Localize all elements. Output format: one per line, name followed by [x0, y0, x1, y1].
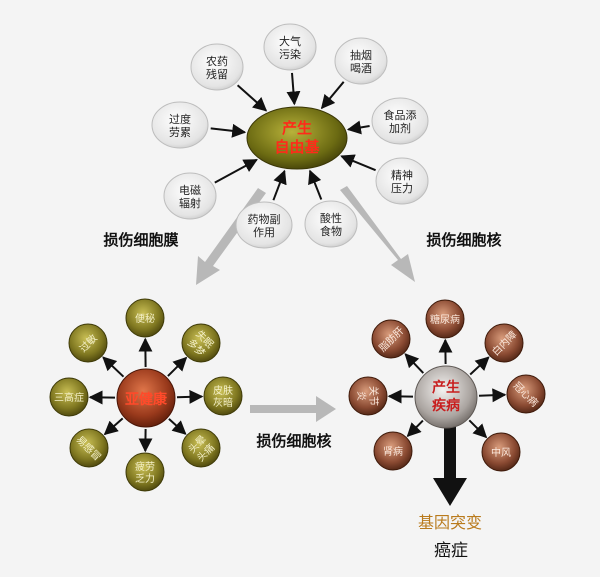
node-label-line1: 皮肤 [213, 384, 233, 397]
disease-fatty-liver: 脂肪肝 [371, 319, 411, 359]
node-label-line1: 疲劳 [135, 460, 155, 473]
arrow-disease-heart [478, 388, 507, 403]
arrow-cause-radiation [214, 158, 258, 184]
arrow-cause-pesticide [236, 84, 268, 112]
center-free-radical: 产生 自由基 [246, 106, 348, 170]
disease-heart: 冠心病 [506, 374, 546, 414]
arrow-subhealth-insomnia [167, 356, 188, 377]
disease-stroke: 中风 [481, 432, 521, 472]
arrow-cause-additives [346, 120, 370, 135]
disease-cataract: 白内障 [484, 323, 524, 363]
arrow-subhealth-dull-skin [176, 389, 204, 404]
node-label-line2: 加剂 [389, 121, 411, 135]
top-cluster: 产生 自由基 农药残留大气污染抽烟喝酒过度劳累食品添加剂精神压力电磁辐射药物副作… [151, 23, 429, 249]
arrow-cause-acidic [308, 169, 323, 200]
arrow-cause-overwork [210, 123, 247, 138]
node-label-line1: 药物副 [248, 212, 281, 226]
disease-arthritis: 关节炎 [348, 376, 388, 416]
node-label-line1: 关节 [367, 386, 380, 406]
label-damage-membrane: 损伤细胞膜 [103, 231, 178, 249]
disease-diabetes: 糖尿病 [425, 299, 465, 339]
arrow-cause-smoking [320, 81, 345, 110]
arrow-cause-stress [340, 154, 376, 172]
node-label-line2: 食物 [320, 224, 342, 238]
node-label-line2: 作用 [253, 226, 275, 239]
node-label-line1: 酸性 [320, 211, 342, 225]
subhealth-constipation: 便秘 [125, 298, 165, 338]
arrow-subhealth-cold [103, 417, 124, 436]
arrow-subhealth-allergy [102, 356, 125, 378]
connector-arrows [88, 72, 507, 453]
subhealth-allergy: 过敏 [68, 323, 108, 363]
node-label-line1: 电磁 [179, 184, 201, 197]
center-top-line1: 产生 [282, 119, 312, 137]
arrow-subhealth-headache [168, 418, 187, 435]
node-label: 便秘 [135, 312, 155, 325]
node-label: 糖尿病 [430, 313, 460, 326]
subhealth-cold: 易感冒 [69, 428, 109, 468]
node-label-line2: 喝酒 [350, 62, 372, 75]
node-label-line1: 食品添 [384, 108, 417, 122]
center-subhealth: 亚健康 [116, 368, 176, 428]
node-label-line1: 大气 [279, 34, 301, 48]
subhealth-three-highs: 三高症 [49, 377, 89, 417]
node-label-line2: 辐射 [179, 196, 201, 210]
node-label-line1: 过度 [169, 112, 191, 126]
label-damage-nucleus-right: 损伤细胞核 [426, 231, 501, 249]
arrow-disease-fatty-liver [404, 353, 425, 374]
arrow-disease-kidney [406, 419, 424, 437]
center-subhealth-label: 亚健康 [125, 391, 168, 408]
cancer-label: 癌症 [434, 541, 468, 561]
node-label-line2: 乏力 [135, 472, 155, 485]
arrow-cause-pollution [286, 72, 301, 106]
mutation-label: 基因突变 [418, 513, 482, 532]
disease-kidney: 肾病 [373, 431, 413, 471]
arrow-cause-drug [272, 169, 287, 201]
node-label-line2: 压力 [391, 182, 413, 195]
node-label-line2: 污染 [279, 47, 301, 61]
arrow-disease-cataract [469, 356, 490, 376]
center-top-line2: 自由基 [274, 138, 320, 156]
center-disease-line2: 疾病 [432, 397, 460, 414]
node-label: 三高症 [54, 391, 84, 404]
center-disease-line1: 产生 [432, 379, 460, 396]
arrow-disease-stroke [468, 419, 488, 439]
arrow-to-disease [340, 186, 415, 282]
node-label: 中风 [491, 446, 511, 459]
node-label: 肾病 [383, 445, 403, 458]
node-label-line2: 残留 [206, 67, 228, 81]
center-disease: 产生 疾病 [414, 365, 478, 429]
node-label-line2: 劳累 [169, 126, 191, 139]
node-label-line1: 农药 [206, 54, 228, 68]
node-label-line2: 炎 [355, 391, 367, 401]
arrow-subhealth-to-disease [250, 396, 336, 422]
node-label-line1: 精神 [391, 168, 413, 182]
node-label-line2: 灰暗 [213, 396, 233, 409]
node-label-line1: 抽烟 [350, 48, 372, 62]
arrow-to-mutation [433, 408, 467, 506]
label-damage-nucleus-mid: 损伤细胞核 [256, 432, 331, 450]
